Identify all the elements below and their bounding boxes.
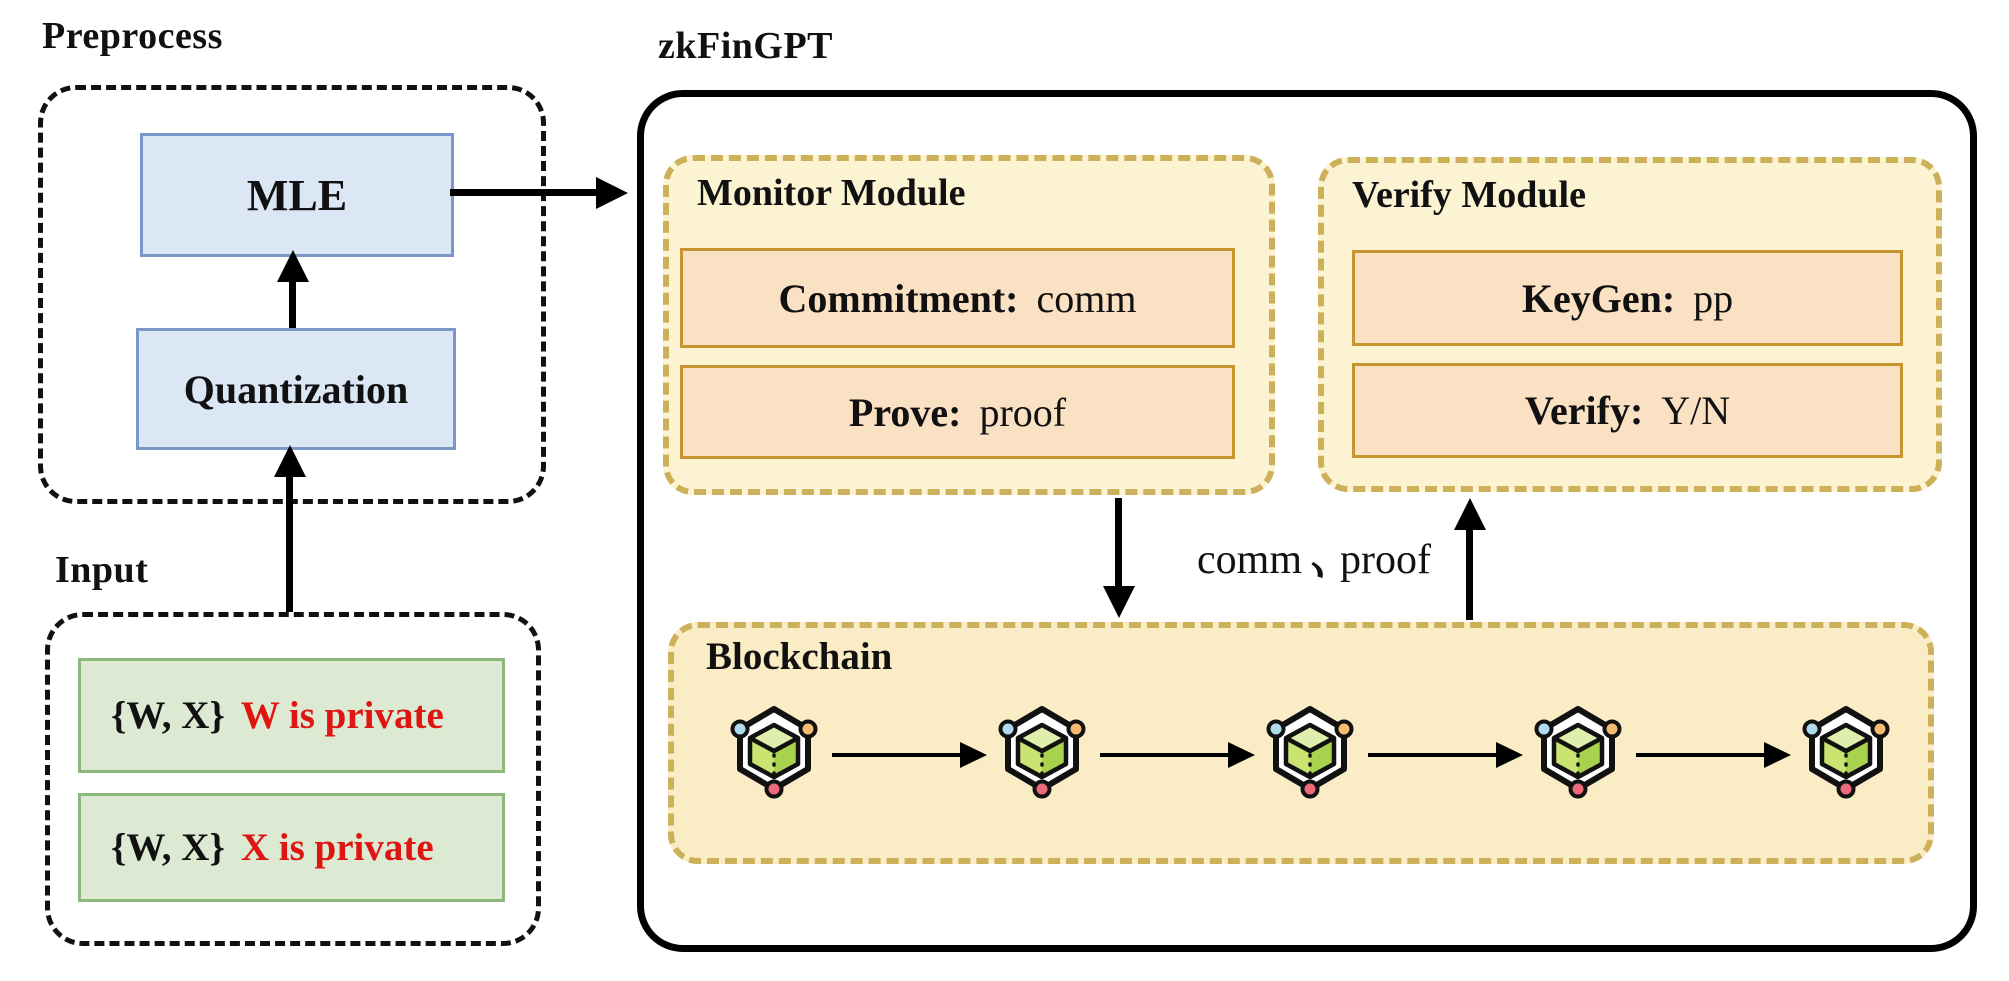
- flow-label-right: proof: [1340, 537, 1431, 583]
- verify-value: Y/N: [1661, 388, 1731, 433]
- prove-label: Prove:: [848, 389, 962, 435]
- verify-label: Verify:: [1524, 388, 1644, 433]
- input-row-w-private: {W, X} W is private: [78, 658, 505, 773]
- blockchain-title: Blockchain: [706, 635, 893, 678]
- verify-box: Verify: Y/N: [1352, 363, 1903, 458]
- chain-arrow-icon: [1368, 753, 1496, 757]
- input-row-x-private: {W, X} X is private: [78, 793, 505, 902]
- block-icon: [1798, 703, 1894, 807]
- preprocess-label: Preprocess: [42, 15, 223, 57]
- mle-box-label: MLE: [246, 170, 348, 220]
- input-tuple: {W, X}: [111, 694, 225, 737]
- input-label: Input: [55, 549, 149, 591]
- block-icon: [1530, 703, 1626, 807]
- commitment-value: comm: [1036, 275, 1137, 321]
- chain-arrow-icon: [1100, 753, 1228, 757]
- blockchain-chain-row: [726, 690, 1894, 820]
- monitor-module-title: Monitor Module: [697, 172, 966, 214]
- verify-module-title: Verify Module: [1352, 174, 1586, 216]
- comm-proof-flow-label: comm proof: [1146, 536, 1482, 584]
- commitment-box: Commitment: comm: [680, 248, 1235, 348]
- block-icon: [726, 703, 822, 807]
- prove-value: proof: [979, 389, 1067, 435]
- block-icon: [1262, 703, 1358, 807]
- input-tuple: {W, X}: [111, 826, 225, 869]
- input-group-box: [45, 612, 541, 946]
- ideographic-comma-glyph: [1311, 562, 1323, 578]
- quantization-box-label: Quantization: [183, 366, 409, 412]
- arrow-quantization-to-mle: [289, 280, 296, 328]
- zkfingpt-label: zkFinGPT: [658, 25, 834, 67]
- zkfingpt-container-box: [637, 90, 1977, 952]
- quantization-box: Quantization: [136, 328, 456, 450]
- mle-box: MLE: [140, 133, 454, 257]
- arrow-input-to-quantization: [286, 475, 293, 612]
- arrow-blockchain-to-verify: [1466, 528, 1473, 620]
- block-icon: [994, 703, 1090, 807]
- private-note: W is private: [240, 694, 444, 737]
- chain-arrow-icon: [1636, 753, 1764, 757]
- arrow-mle-to-zkfingpt: [450, 189, 598, 196]
- chain-arrow-icon: [832, 753, 960, 757]
- arrow-monitor-to-blockchain: [1115, 498, 1122, 588]
- commitment-label: Commitment:: [778, 275, 1019, 321]
- prove-box: Prove: proof: [680, 365, 1235, 459]
- private-note: X is private: [240, 826, 434, 869]
- flow-label-left: comm: [1197, 537, 1302, 583]
- keygen-value: pp: [1693, 275, 1734, 321]
- keygen-box: KeyGen: pp: [1352, 250, 1903, 346]
- keygen-label: KeyGen:: [1521, 275, 1676, 321]
